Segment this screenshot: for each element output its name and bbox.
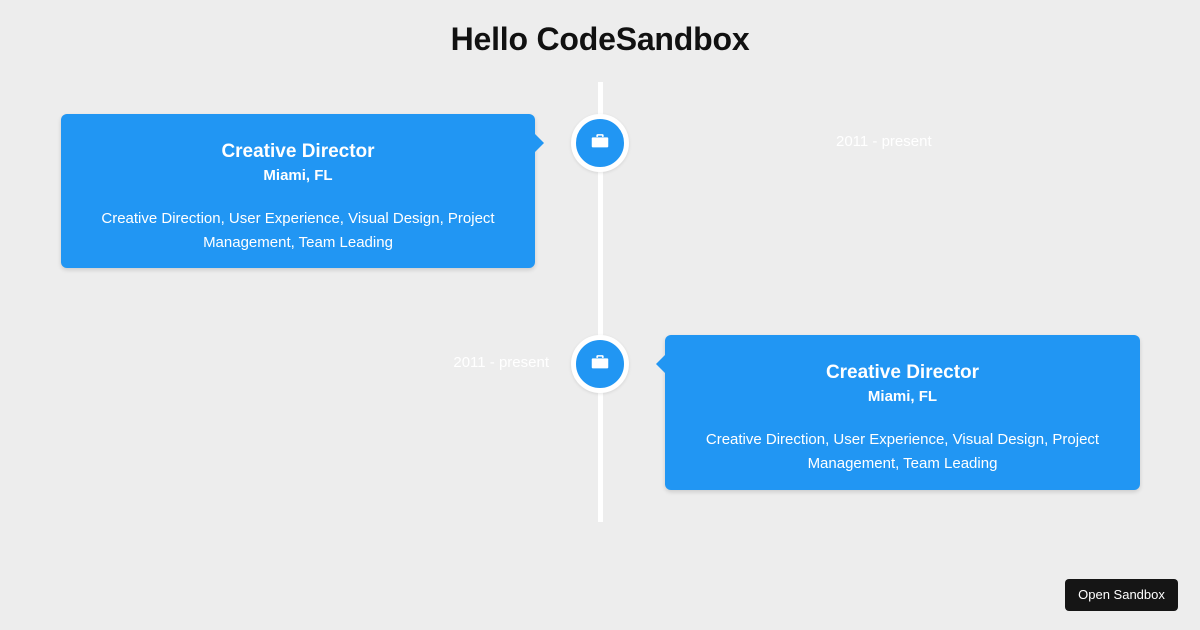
open-sandbox-button[interactable]: Open Sandbox <box>1065 579 1178 611</box>
card-role: Creative Director <box>825 362 980 383</box>
card-location: Miami, FL <box>867 387 938 405</box>
briefcase-icon <box>589 130 611 157</box>
card-skills: Creative Direction, User Experience, Vis… <box>705 431 1100 472</box>
timeline-card-right[interactable]: Creative Director Miami, FL Creative Dir… <box>656 335 1140 490</box>
timeline-date-label: 2011 - present <box>453 354 549 371</box>
card-skills: Creative Direction, User Experience, Vis… <box>101 210 495 251</box>
card-location: Miami, FL <box>263 166 333 184</box>
card-notch-left-icon <box>656 354 666 374</box>
page-title: Hello CodeSandbox <box>450 21 750 57</box>
timeline-spine <box>598 82 603 522</box>
timeline-card-left[interactable]: Creative Director Miami, FL Creative Dir… <box>61 114 544 268</box>
timeline-date-label: 2011 - present <box>836 133 932 150</box>
card-role: Creative Director <box>221 141 375 162</box>
timeline-node[interactable] <box>571 114 629 172</box>
briefcase-icon <box>589 351 611 378</box>
timeline-node[interactable] <box>571 335 629 393</box>
card-notch-right-icon <box>534 133 544 153</box>
